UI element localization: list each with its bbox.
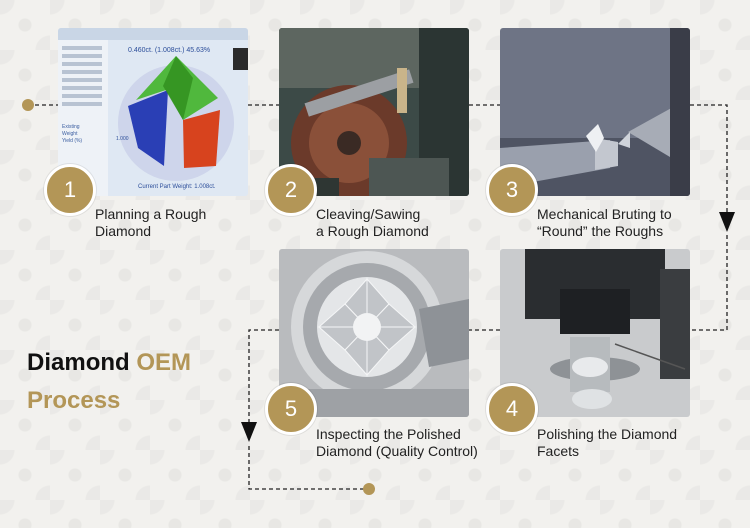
bruting-photo <box>500 28 690 196</box>
process-title: Diamond OEM Process <box>27 344 191 420</box>
start-dot <box>22 99 34 111</box>
title-dark: Diamond <box>27 349 130 376</box>
svg-text:Weight: Weight <box>62 131 78 137</box>
title-gold-2: Process <box>27 387 121 414</box>
arrow-down-icon <box>241 422 257 442</box>
arrow-down-icon <box>719 212 735 232</box>
step-3-badge: 3 <box>486 164 538 216</box>
step-4-image <box>500 249 690 417</box>
step-3-image <box>500 28 690 196</box>
end-dot <box>363 483 375 495</box>
step-5-badge: 5 <box>265 383 317 435</box>
step-5-image <box>279 249 469 417</box>
svg-text:1.000: 1.000 <box>116 136 129 142</box>
planning-software-screenshot: Existing Weight Yield (%) 0.460ct. (1.00… <box>58 28 248 196</box>
polishing-photo <box>500 249 690 417</box>
step-2-badge: 2 <box>265 164 317 216</box>
inspection-photo <box>279 249 469 417</box>
svg-text:Current Part Weight: 1.008ct.: Current Part Weight: 1.008ct. <box>138 184 216 190</box>
step-3-caption: Mechanical Bruting to“Round” the Roughs <box>537 206 672 239</box>
step-1-badge: 1 <box>44 164 96 216</box>
svg-text:Yield (%): Yield (%) <box>62 138 82 144</box>
svg-text:Existing: Existing <box>62 124 80 130</box>
title-gold-1: OEM <box>136 349 192 376</box>
step-1-image: Existing Weight Yield (%) 0.460ct. (1.00… <box>58 28 248 196</box>
step-4-badge: 4 <box>486 383 538 435</box>
svg-text:0.460ct. (1.008ct.) 45.63%: 0.460ct. (1.008ct.) 45.63% <box>128 47 210 54</box>
